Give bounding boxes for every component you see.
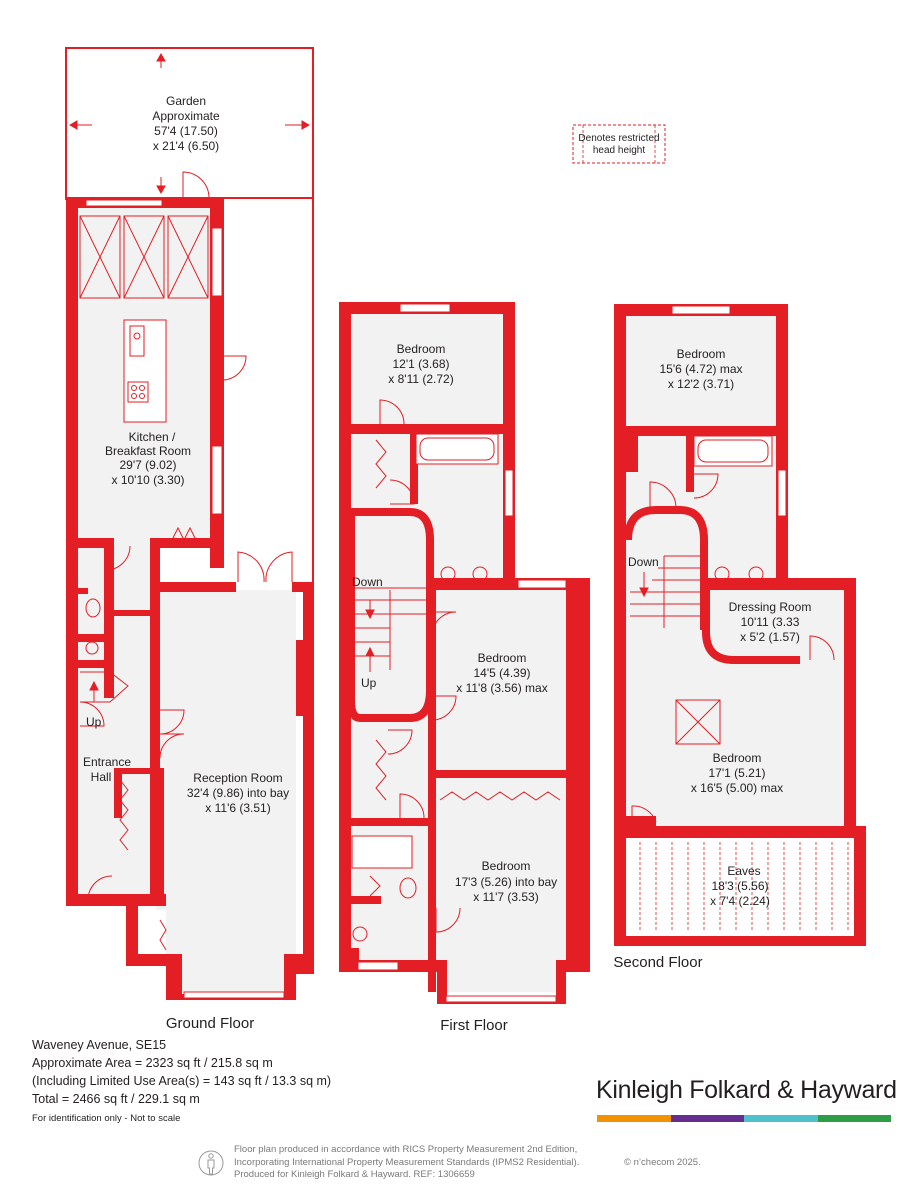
second-floor-walls (614, 304, 866, 946)
garden-approx: Approximate (152, 109, 220, 123)
footer-line-1: Floor plan produced in accordance with R… (234, 1144, 578, 1155)
restricted-height-legend-box (572, 124, 666, 164)
reception-label: Reception Room (193, 771, 282, 785)
first-rear-bedroom-dim-1: 12'1 (3.68) (393, 357, 450, 371)
first-rear-bedroom-label: Bedroom (397, 342, 446, 356)
brand-bar-orange (597, 1115, 671, 1122)
first-rear-bedroom-dim-2: x 8'11 (2.72) (388, 372, 453, 386)
garden-outline (65, 47, 314, 199)
second-doors (631, 473, 835, 826)
first-floor-title: First Floor (440, 1017, 508, 1034)
second-floor-title: Second Floor (613, 954, 702, 971)
garden-label: Garden (166, 94, 206, 108)
footer-line-3: Produced for Kinleigh Folkard & Hayward.… (234, 1169, 475, 1180)
eaves-dim-1: 18'3 (5.56) (712, 879, 769, 893)
agent-logo-text: Kinleigh Folkard & Hayward (596, 1076, 897, 1104)
second-rear-bedroom-dim-2: x 12'2 (3.71) (668, 377, 734, 391)
total-area: Total = 2466 sq ft / 229.1 sq m (32, 1092, 200, 1106)
hall-label: Entrance (83, 755, 131, 769)
garden-dim-2: x 21'4 (6.50) (153, 139, 219, 153)
garden-dimension-arrows (68, 52, 311, 195)
dressing-room-dim-1: 10'11 (3.33 (741, 615, 800, 629)
second-stairs (630, 555, 700, 628)
second-floor-plan (614, 304, 866, 946)
dressing-room-dim-2: x 5'2 (1.57) (740, 630, 800, 644)
brand-bar-teal (744, 1115, 818, 1122)
second-rear-bedroom-dim-1: 15'6 (4.72) max (660, 362, 743, 376)
ground-floor-title: Ground Floor (166, 1015, 254, 1032)
reception-dim-2: x 11'6 (3.51) (205, 801, 270, 815)
footer-line-2: Incorporating International Property Mea… (234, 1156, 580, 1168)
identification-note: For identification only - Not to scale (32, 1113, 181, 1124)
legend-line-1: Denotes restricted (578, 133, 659, 144)
second-main-bedroom-dim-1: 17'1 (5.21) (709, 766, 766, 780)
brand-color-bars (597, 1115, 891, 1122)
eaves-label: Eaves (727, 864, 760, 878)
roof-lights (79, 215, 209, 299)
kitchen-dim-1: 29'7 (9.02) (120, 458, 177, 472)
hall-label-2: Hall (91, 770, 112, 784)
first-front-bedroom-dim-2: x 11'7 (3.53) (473, 890, 538, 904)
first-floor-plan (339, 302, 590, 1004)
ground-up-label: Up (86, 715, 102, 729)
brand-bar-purple (670, 1115, 744, 1122)
kitchen-label: Kitchen / (129, 430, 176, 444)
approximate-area: Approximate Area = 2323 sq ft / 215.8 sq… (32, 1056, 273, 1070)
kitchen-label-2: Breakfast Room (105, 444, 191, 458)
second-down-label: Down (628, 555, 659, 569)
second-rear-bedroom-label: Bedroom (677, 347, 726, 361)
garden-dim-1: 57'4 (17.50) (154, 124, 218, 138)
first-stairs (351, 587, 426, 672)
second-main-bedroom-dim-2: x 16'5 (5.00) max (691, 781, 783, 795)
first-middle-bedroom-dim-2: x 11'8 (3.56) max (456, 681, 547, 695)
first-front-bedroom-dim-1: 17'3 (5.26) into bay (455, 875, 557, 889)
eaves-dim-2: x 7'4 (2.24) (710, 894, 770, 908)
dressing-room-label: Dressing Room (729, 600, 812, 614)
copyright: © n’checom 2025. (624, 1157, 701, 1168)
address: Waveney Avenue, SE15 (32, 1038, 167, 1052)
limited-use-area: (Including Limited Use Area(s) = 143 sq … (32, 1074, 332, 1088)
property-info: Waveney Avenue, SE15 Approximate Area = … (32, 1036, 331, 1128)
first-front-bedroom-label: Bedroom (482, 859, 531, 873)
eaves-hatching (639, 842, 849, 932)
legend-line-2: head height (593, 145, 645, 156)
kitchen-dim-2: x 10'10 (3.30) (111, 473, 184, 487)
reception-dim-1: 32'4 (9.86) into bay (187, 786, 289, 800)
brand-bar-green (817, 1115, 891, 1122)
first-down-label: Down (352, 575, 383, 589)
first-doors (369, 399, 561, 933)
footer-disclaimer: Floor plan produced in accordance with R… (234, 1144, 579, 1182)
ground-stairs (80, 671, 129, 703)
ground-floor-plan (65, 47, 314, 1000)
first-middle-bedroom-dim-1: 14'5 (4.39) (474, 666, 531, 680)
ground-doors (79, 171, 293, 951)
person-scale-icon (198, 1150, 224, 1176)
first-floor-walls (339, 302, 590, 1004)
first-middle-bedroom-label: Bedroom (478, 651, 527, 665)
first-up-label: Up (361, 676, 377, 690)
kitchen-island (123, 319, 167, 423)
second-main-bedroom-label: Bedroom (713, 751, 762, 765)
